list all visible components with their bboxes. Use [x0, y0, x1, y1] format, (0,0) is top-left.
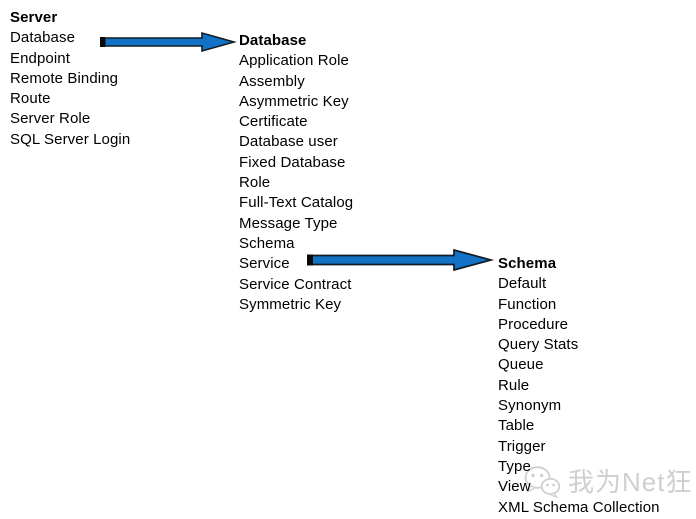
column-database: Database Application Role Assembly Asymm…	[239, 31, 371, 315]
list-item: Certificate	[239, 113, 308, 131]
list-item: Assembly	[239, 72, 305, 90]
list-item: Query Stats	[498, 336, 579, 354]
list-item: Full-Text Catalog	[239, 194, 354, 212]
list-item: Queue	[498, 356, 544, 374]
list-item: Trigger	[498, 437, 546, 455]
list-item: Remote Binding	[10, 69, 119, 87]
column-title-schema: Schema	[498, 255, 557, 272]
column-server: Server Database Endpoint Remote Binding …	[10, 8, 180, 150]
list-item: Database user	[239, 133, 338, 151]
list-item: Server Role	[10, 110, 91, 128]
list-item: XML Schema Collection	[498, 498, 660, 516]
list-item: Symmetric Key	[239, 295, 342, 313]
column-schema-items: Default Function Procedure Query Stats Q…	[498, 274, 696, 518]
list-item: Procedure	[498, 315, 569, 333]
list-item: Application Role	[239, 52, 349, 70]
list-item: Service Contract	[239, 275, 352, 293]
list-item: Database	[10, 29, 76, 47]
list-item: Table	[498, 417, 535, 435]
column-server-items: Database Endpoint Remote Binding Route S…	[10, 28, 180, 150]
list-item: Synonym	[498, 397, 562, 415]
list-item: Schema	[239, 234, 295, 252]
arrow-server-to-database-icon	[100, 31, 237, 53]
list-item: Endpoint	[10, 49, 71, 67]
column-schema: Schema Default Function Procedure Query …	[498, 254, 696, 518]
list-item: Route	[10, 90, 51, 108]
list-item: View	[498, 478, 531, 496]
arrow-database-to-schema-icon	[307, 248, 495, 272]
list-item: Asymmetric Key	[239, 92, 349, 110]
list-item: Service	[239, 255, 290, 273]
list-item: Function	[498, 295, 557, 313]
list-item: Rule	[498, 376, 530, 394]
list-item: Type	[498, 457, 531, 475]
list-item: Default	[498, 275, 547, 293]
column-database-items: Application Role Assembly Asymmetric Key…	[239, 51, 371, 315]
column-title-database: Database	[239, 32, 307, 49]
list-item: SQL Server Login	[10, 130, 131, 148]
column-title-server: Server	[10, 9, 58, 26]
list-item: Fixed Database Role	[239, 153, 346, 192]
list-item: Message Type	[239, 214, 338, 232]
